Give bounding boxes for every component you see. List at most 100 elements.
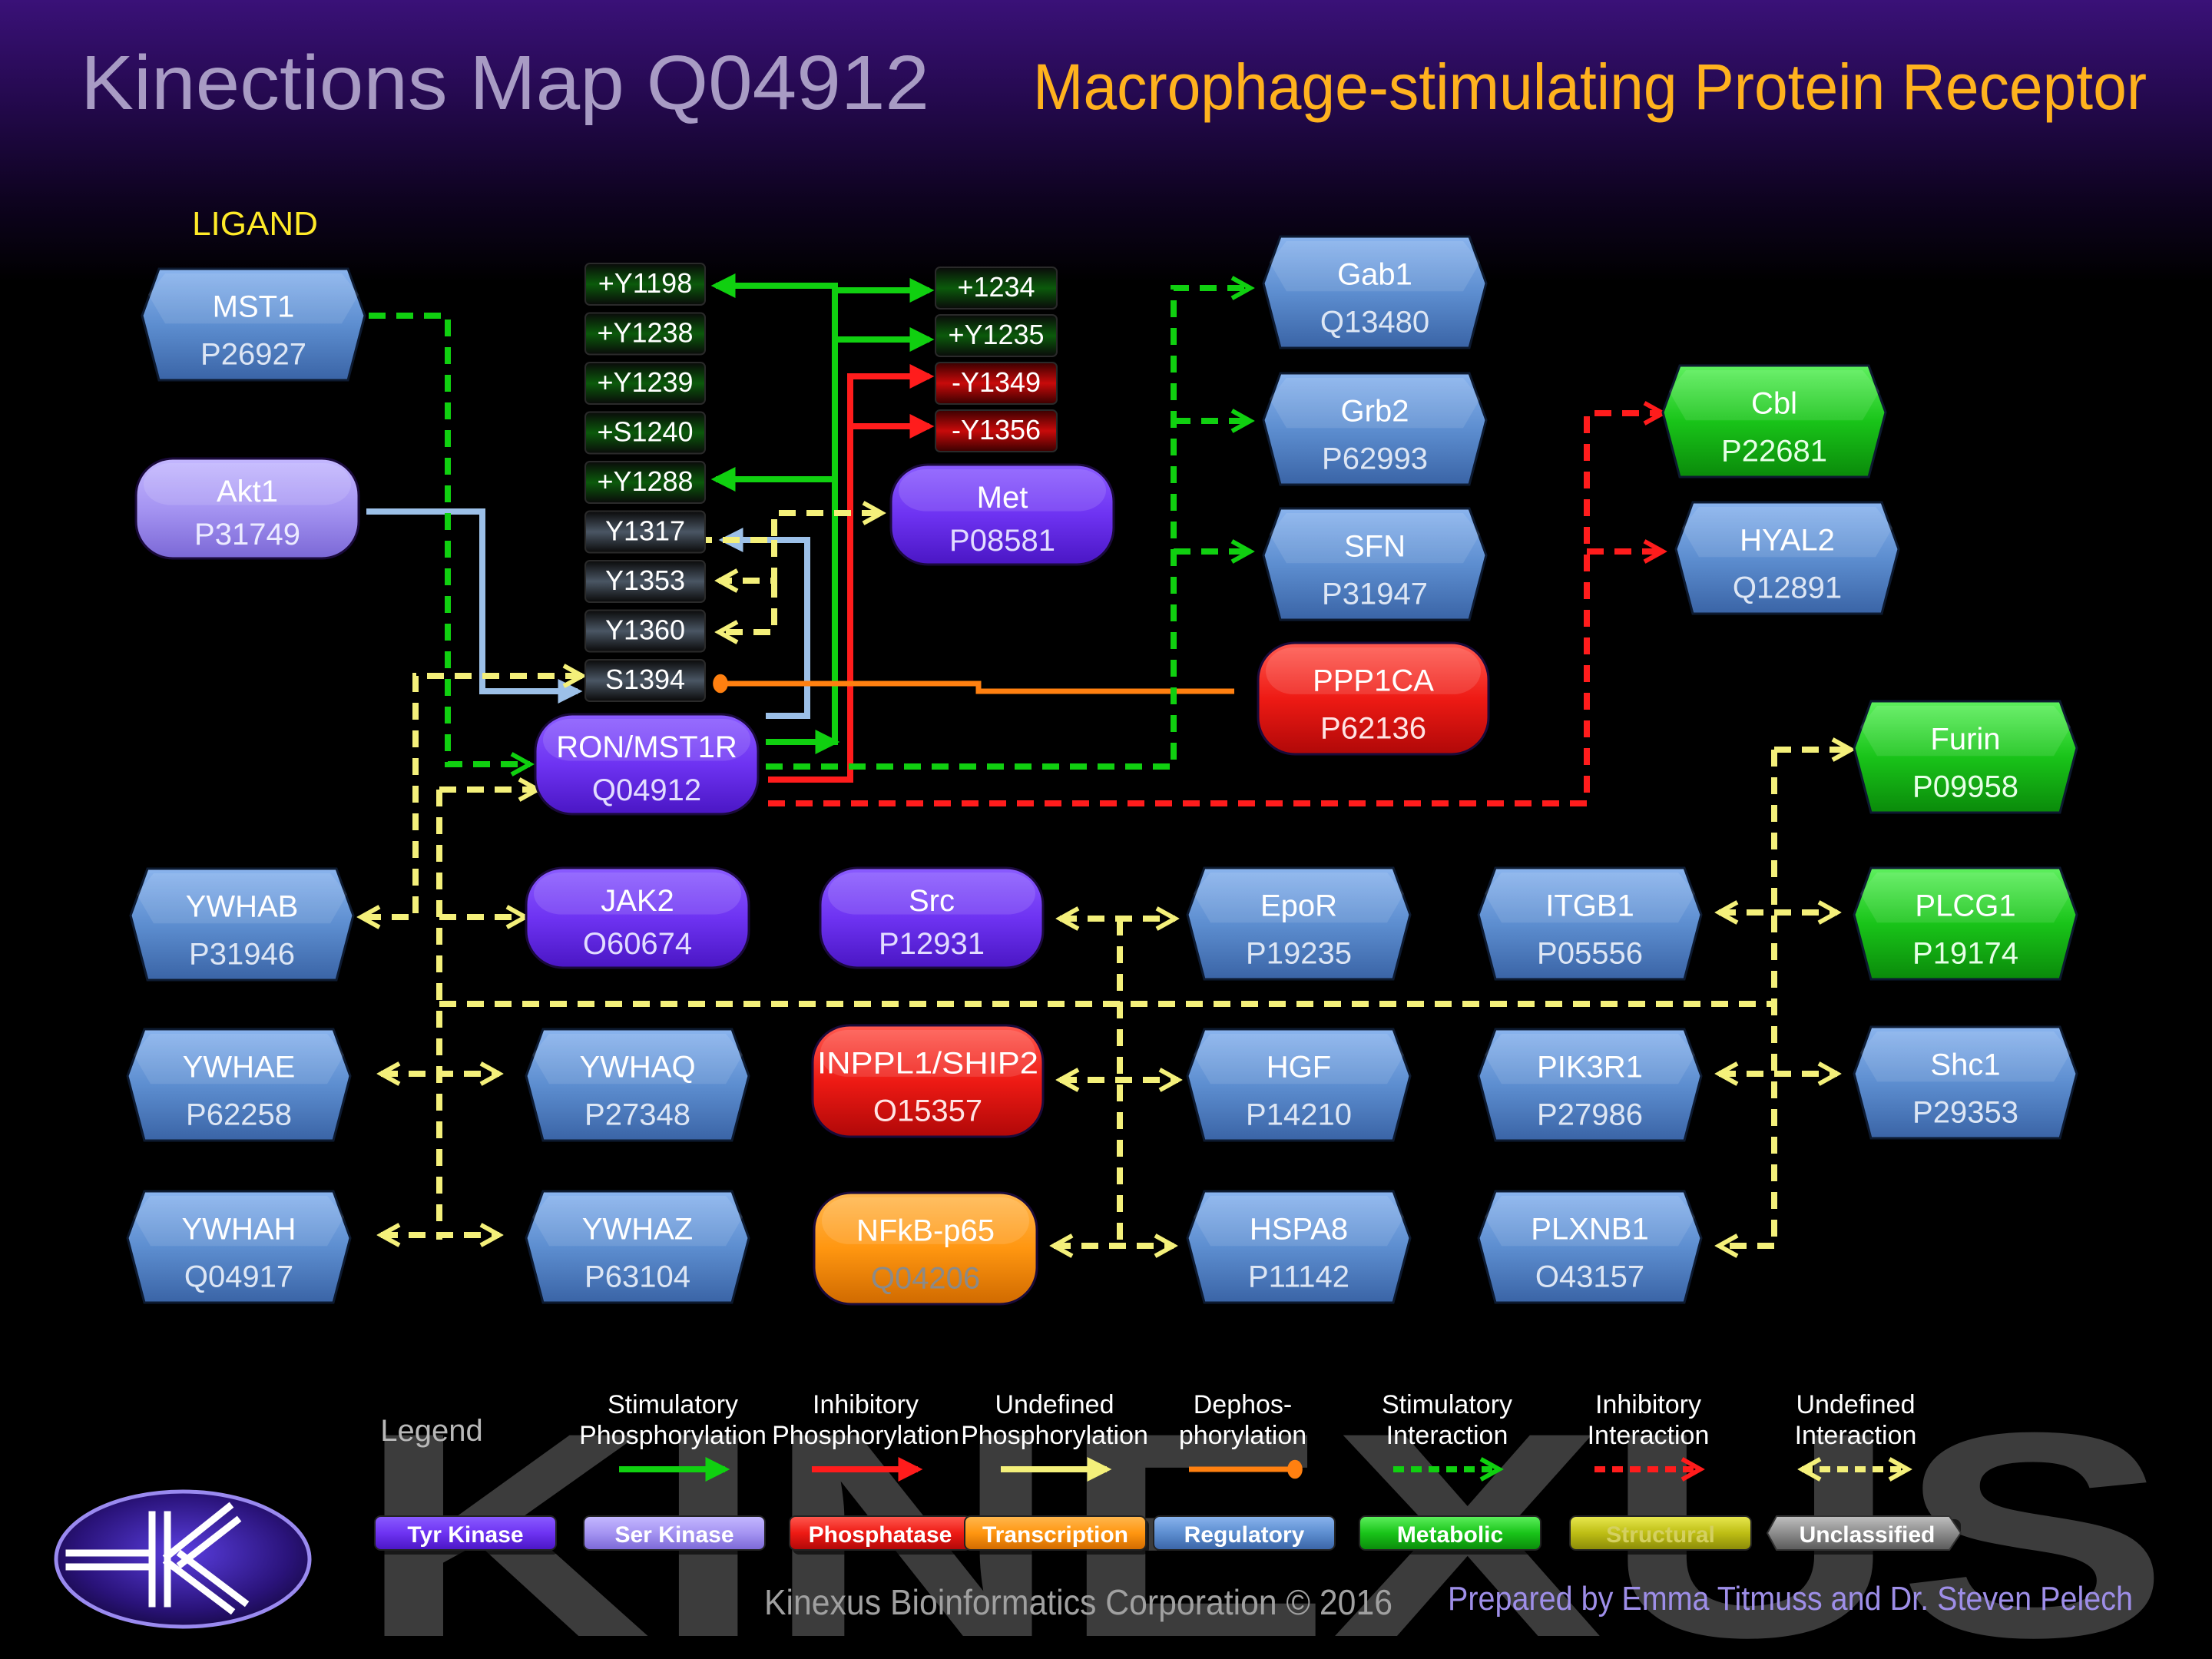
site-label: +Y1239 bbox=[597, 366, 693, 398]
met-site-y1235[interactable]: +Y1235 bbox=[935, 314, 1058, 357]
node-name: JAK2 bbox=[601, 884, 674, 918]
node-accession: Q04917 bbox=[184, 1260, 293, 1294]
svg-text:Phosphorylation: Phosphorylation bbox=[961, 1421, 1148, 1450]
site-y1317[interactable]: Y1317 bbox=[584, 510, 706, 554]
node-accession: O43157 bbox=[1535, 1260, 1644, 1294]
site-y1353[interactable]: Y1353 bbox=[584, 560, 706, 603]
site-y1288[interactable]: +Y1288 bbox=[584, 461, 706, 504]
met-site-y1349[interactable]: -Y1349 bbox=[935, 362, 1058, 405]
site-label: +Y1198 bbox=[598, 267, 692, 299]
node-name: PLCG1 bbox=[1915, 889, 2015, 922]
legend-type-structural: Structural bbox=[1569, 1515, 1754, 1555]
node-accession: O60674 bbox=[583, 927, 692, 961]
node-name: HGF bbox=[1267, 1050, 1331, 1084]
node-name: PIK3R1 bbox=[1537, 1050, 1643, 1084]
node-name: HYAL2 bbox=[1740, 523, 1835, 557]
edge-mst1-ron bbox=[369, 313, 530, 764]
site-y1198[interactable]: +Y1198 bbox=[584, 263, 706, 306]
node-accession: P08581 bbox=[949, 524, 1055, 558]
node-name: ITGB1 bbox=[1545, 889, 1634, 922]
edge-ppp1ca-s1394 bbox=[713, 674, 1234, 694]
svg-text:Stimulatory: Stimulatory bbox=[608, 1390, 738, 1419]
svg-text:Ser Kinase: Ser Kinase bbox=[614, 1522, 733, 1548]
site-s1394[interactable]: S1394 bbox=[584, 659, 706, 702]
svg-text:Inhibitory: Inhibitory bbox=[813, 1390, 919, 1419]
edge-y1360 bbox=[719, 581, 777, 632]
node-accession: P05556 bbox=[1537, 937, 1643, 971]
site-s1240[interactable]: +S1240 bbox=[584, 411, 706, 455]
node-name: Gab1 bbox=[1337, 257, 1412, 291]
node-name: PPP1CA bbox=[1313, 664, 1434, 697]
site-label: +1234 bbox=[957, 271, 1035, 303]
site-y1239[interactable]: +Y1239 bbox=[584, 362, 706, 405]
ligand-label: LIGAND bbox=[192, 205, 318, 243]
svg-text:Phosphorylation: Phosphorylation bbox=[772, 1421, 959, 1450]
edge-ron-ywhab bbox=[361, 676, 582, 917]
svg-text:Phosphatase: Phosphatase bbox=[809, 1522, 952, 1548]
node-accession: P27986 bbox=[1537, 1098, 1643, 1132]
svg-text:Phosphorylation: Phosphorylation bbox=[579, 1421, 767, 1450]
site-label: -Y1349 bbox=[952, 366, 1041, 398]
node-accession: P31947 bbox=[1322, 578, 1428, 611]
svg-text:Interaction: Interaction bbox=[1588, 1421, 1710, 1450]
met-site-y1356[interactable]: -Y1356 bbox=[935, 409, 1058, 452]
node-name: Cbl bbox=[1751, 386, 1797, 420]
site-label: Y1317 bbox=[605, 515, 685, 547]
node-accession: P09958 bbox=[1912, 770, 2018, 804]
site-y1360[interactable]: Y1360 bbox=[584, 609, 706, 653]
legend-type-unclassified: Unclassified bbox=[1766, 1515, 1962, 1555]
node-accession: Q12891 bbox=[1733, 571, 1842, 605]
node-name: RON/MST1R bbox=[556, 730, 737, 764]
phosphosite-list: +Y1198 +Y1238 +Y1239 +S1240 +Y1288Y1317Y1353… bbox=[584, 263, 1058, 702]
svg-text:Stimulatory: Stimulatory bbox=[1382, 1390, 1512, 1419]
node-accession: P19174 bbox=[1912, 937, 2018, 971]
site-label: Y1353 bbox=[605, 565, 685, 596]
node-name: Met bbox=[977, 481, 1028, 515]
svg-text:Undefined: Undefined bbox=[995, 1390, 1114, 1419]
node-name: PLXNB1 bbox=[1531, 1212, 1648, 1246]
node-accession: P26927 bbox=[200, 338, 306, 372]
legend-type-transcription: Transcription bbox=[964, 1515, 1149, 1555]
node-name: HSPA8 bbox=[1250, 1212, 1348, 1246]
legend-title: Legend bbox=[380, 1414, 482, 1448]
svg-text:Regulatory: Regulatory bbox=[1184, 1522, 1305, 1548]
node-accession: P62258 bbox=[186, 1098, 292, 1132]
met-site-1234[interactable]: +1234 bbox=[935, 267, 1058, 310]
svg-text:Tyr Kinase: Tyr Kinase bbox=[407, 1522, 523, 1548]
legend: Legend StimulatoryPhosphorylationInhibit… bbox=[374, 1390, 1962, 1555]
node-name: YWHAB bbox=[186, 889, 299, 923]
site-y1238[interactable]: +Y1238 bbox=[584, 312, 706, 356]
kinexus-logo bbox=[54, 1489, 312, 1629]
